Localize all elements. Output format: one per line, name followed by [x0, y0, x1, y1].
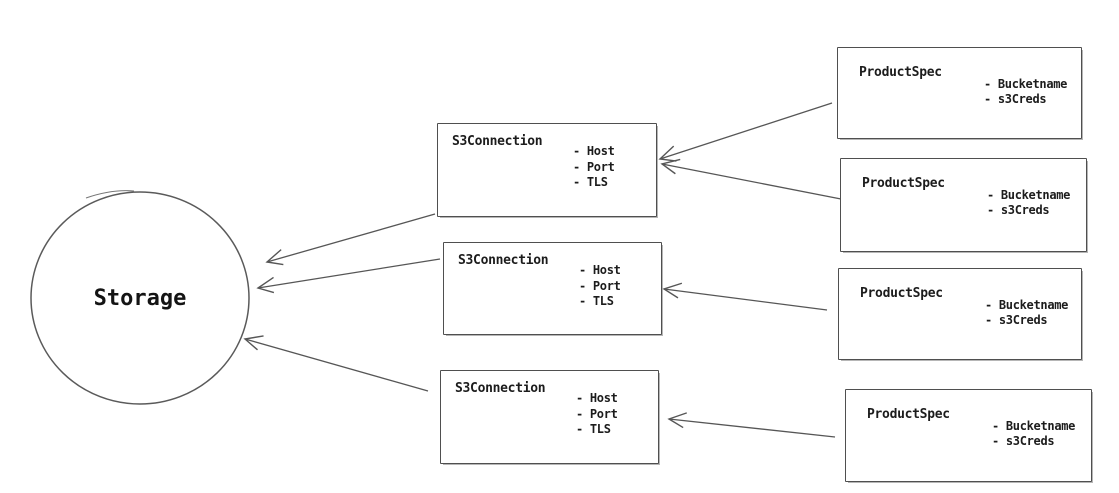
- attribute: - Port: [579, 278, 621, 293]
- productspec-node-3: ProductSpec - Bucketname - s3Creds: [838, 268, 1082, 360]
- attribute-list: - Bucketname - s3Creds: [992, 419, 1075, 449]
- attribute-list: - Bucketname - s3Creds: [987, 188, 1070, 218]
- arrow-s3connection1-to-storage: [265, 213, 436, 266]
- node-title: S3Connection: [455, 381, 546, 396]
- attribute-list: - Host - Port - TLS: [576, 391, 618, 438]
- attribute-list: - Host - Port - TLS: [573, 144, 615, 191]
- attribute: - Host: [573, 144, 615, 158]
- attribute: - TLS: [573, 175, 608, 189]
- s3connection-node-1: S3Connection - Host - Port - TLS: [437, 123, 657, 217]
- node-title: S3Connection: [458, 253, 549, 268]
- storage-node-label: Storage: [93, 285, 187, 311]
- attribute: - Bucketname: [987, 188, 1071, 202]
- productspec-node-2: ProductSpec - Bucketname - s3Creds: [840, 158, 1087, 252]
- attribute: - Bucketname: [992, 419, 1076, 433]
- attribute: - s3Creds: [985, 313, 1048, 327]
- arrow-productspec1-to-s3connection1: [658, 102, 833, 162]
- attribute: - s3Creds: [987, 203, 1050, 217]
- storage-circle: [30, 191, 250, 405]
- attribute: - Bucketname: [984, 77, 1068, 91]
- arrow-productspec3-to-s3connection2: [662, 282, 828, 311]
- attribute: - s3Creds: [992, 434, 1055, 448]
- storage-circle-sketch-overlap: [85, 190, 135, 199]
- attribute: - TLS: [576, 422, 611, 436]
- s3connection-node-2: S3Connection - Host - Port - TLS: [443, 242, 662, 335]
- attribute-list: - Bucketname - s3Creds: [984, 77, 1067, 107]
- attribute: - Host: [576, 391, 618, 405]
- s3connection-node-3: S3Connection - Host - Port - TLS: [440, 370, 659, 464]
- attribute: - TLS: [579, 294, 614, 308]
- attribute-list: - Host - Port - TLS: [579, 263, 621, 310]
- attribute: - Port: [573, 159, 615, 174]
- attribute: - Bucketname: [985, 298, 1069, 312]
- node-title: ProductSpec: [860, 286, 943, 301]
- node-title: ProductSpec: [859, 65, 942, 80]
- node-title: ProductSpec: [862, 176, 945, 191]
- productspec-node-1: ProductSpec - Bucketname - s3Creds: [837, 47, 1082, 139]
- node-title: S3Connection: [452, 134, 543, 149]
- arrow-s3connection2-to-storage: [256, 258, 441, 294]
- attribute: - s3Creds: [984, 92, 1047, 106]
- attribute: - Port: [576, 406, 618, 421]
- attribute-list: - Bucketname - s3Creds: [985, 298, 1068, 328]
- productspec-node-4: ProductSpec - Bucketname - s3Creds: [845, 389, 1092, 482]
- arrow-productspec2-to-s3connection1: [660, 158, 842, 200]
- attribute: - Host: [579, 263, 621, 277]
- arrow-productspec4-to-s3connection3: [667, 412, 836, 438]
- arrow-s3connection3-to-storage: [243, 335, 429, 392]
- node-title: ProductSpec: [867, 407, 950, 422]
